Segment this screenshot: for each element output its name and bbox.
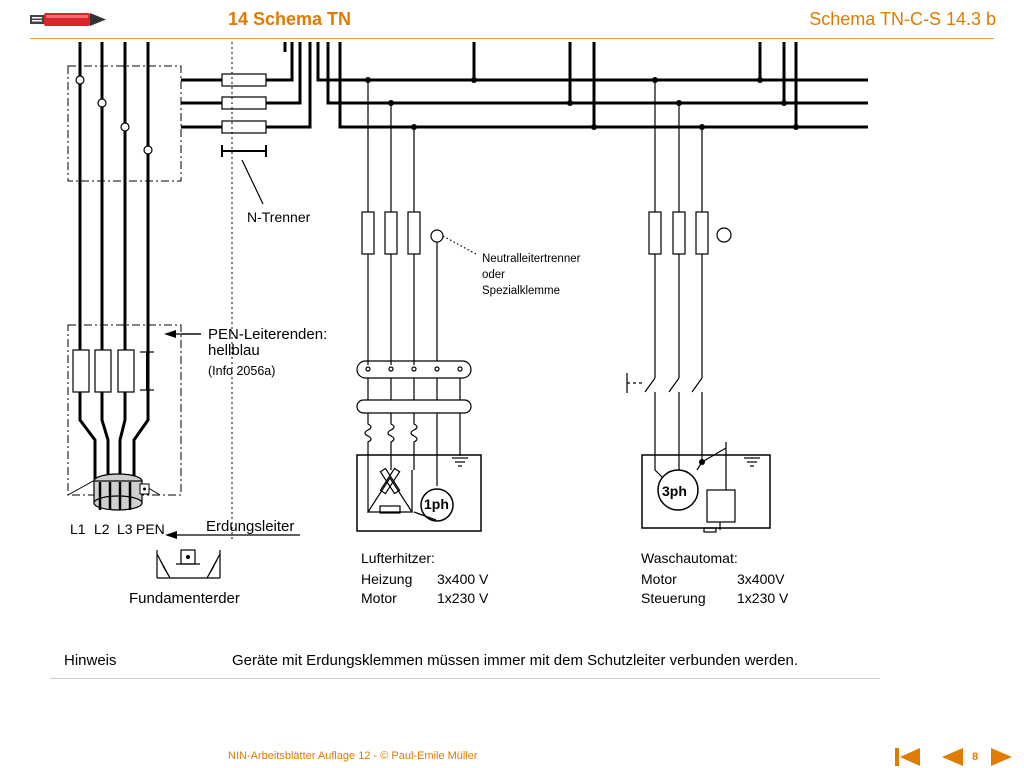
- incoming-conductors: [78, 42, 150, 482]
- neutral-note-line-3: Spezialklemme: [482, 285, 560, 297]
- conductor-label-l1: L1: [70, 521, 86, 537]
- conductor-label-l2: L2: [94, 521, 110, 537]
- washing-machine-title: Waschautomat:: [641, 550, 738, 566]
- pen-color-label: hellblau: [208, 342, 260, 359]
- air-heater-title: Lufterhitzer:: [361, 550, 435, 566]
- washing-machine-row-2-name: Steuerung: [641, 590, 706, 606]
- prev-page-icon[interactable]: [940, 747, 964, 767]
- earthing-conductor-label: Erdungsleiter: [206, 518, 295, 535]
- chapter-title: 14 Schema TN: [228, 9, 352, 29]
- first-page-icon[interactable]: [894, 747, 922, 767]
- main-fuse-2: [221, 96, 267, 110]
- air-heater-row-2-name: Motor: [361, 590, 397, 606]
- main-fuse-1: [221, 73, 267, 87]
- washing-machine-row-2-value: 1x230 V: [737, 590, 789, 606]
- pencil-logo-icon: [30, 13, 106, 26]
- next-page-icon[interactable]: [990, 747, 1014, 767]
- hint-text: Geräte mit Erdungsklemmen müssen immer m…: [232, 652, 799, 669]
- n-trenner-label: N-Trenner: [247, 209, 311, 225]
- conductor-label-l3: L3: [117, 521, 133, 537]
- section-title: Schema TN-C-S 14.3 b: [809, 9, 996, 29]
- air-heater-row-1-name: Heizung: [361, 571, 413, 587]
- foundation-earth-symbol: [156, 549, 221, 579]
- washing-machine-row-1-value: 3x400V: [737, 571, 785, 587]
- header-divider: [30, 38, 994, 39]
- air-heater-branch: [356, 80, 482, 532]
- washing-machine-branch: [626, 80, 771, 533]
- pen-label: PEN-Leiterenden:: [208, 326, 328, 343]
- foundation-earth-label: Fundamenterder: [129, 590, 240, 607]
- pen-info-label: (Info 2056a): [208, 364, 276, 378]
- page-number: 8: [972, 751, 979, 763]
- washing-machine-row-1-name: Motor: [641, 571, 677, 587]
- neutral-note-line-1: Neutralleitertrenner: [482, 253, 581, 265]
- main-fuse-3: [221, 120, 267, 134]
- air-heater-row-2-value: 1x230 V: [437, 590, 489, 606]
- footer-text: NIN-Arbeitsblätter Auflage 12 - © Paul-E…: [228, 750, 478, 762]
- neutral-note-line-2: oder: [482, 269, 506, 281]
- n-trenner-symbol: [221, 145, 267, 157]
- air-heater-row-1-value: 3x400 V: [437, 571, 489, 587]
- conductor-label-pen: PEN: [136, 521, 165, 537]
- busbars: [266, 42, 868, 129]
- terminal-box: [67, 65, 182, 182]
- hint-label: Hinweis: [64, 652, 117, 669]
- device-3ph-label: 3ph: [662, 483, 687, 499]
- hint-row: Hinweis Geräte mit Erdungsklemmen müssen…: [50, 650, 880, 679]
- device-1ph-label: 1ph: [424, 496, 449, 512]
